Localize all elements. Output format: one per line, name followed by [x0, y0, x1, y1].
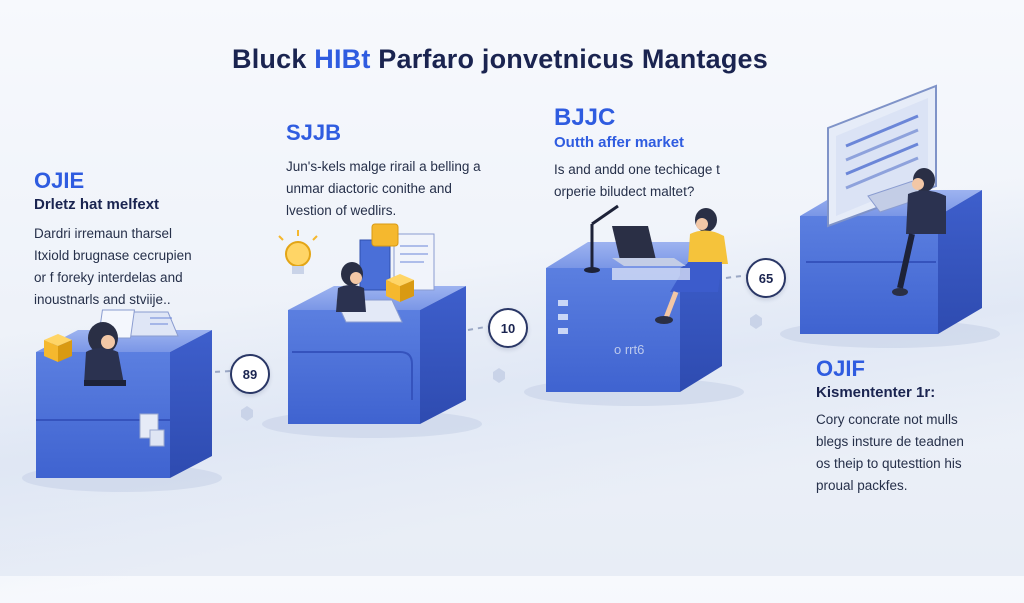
block-1-line: or f foreky interdelas and — [34, 270, 183, 285]
block-3: BJJC Outth affer market Is and andd one … — [554, 104, 774, 203]
isometric-illustration — [22, 84, 1000, 492]
block-4-label: OJIF — [816, 356, 865, 381]
block-4-line: os theip to qutesttion his — [816, 456, 962, 471]
block-1-label: OJIE — [34, 168, 85, 193]
step-badge-2: 10 — [488, 308, 528, 348]
block-3-line: orperie biludect maltet? — [554, 184, 695, 199]
block-2-label: SJJB — [286, 120, 342, 145]
block-4-line: blegs insture de teadnen — [816, 434, 964, 449]
pedestal-3 — [524, 204, 744, 406]
hex-node — [750, 314, 762, 329]
block-1-body: Dardri irremaun tharsel Itxiold brugnase… — [34, 223, 264, 311]
page-title: Bluck HIBt Parfaro jonvetnicus Mantages — [232, 44, 768, 74]
step-badge-3: 65 — [746, 258, 786, 298]
hex-node — [493, 368, 505, 383]
block-2-line: lvestion of wedlirs. — [286, 203, 397, 218]
block-4-body: Cory concrate not mulls blegs insture de… — [816, 409, 1016, 497]
block-1: OJIE Drletz hat melfext Dardri irremaun … — [34, 168, 264, 311]
pedestal-4 — [780, 84, 1000, 348]
pedestal-2 — [262, 223, 482, 438]
block-2-line: unmar diactoric conithe and — [286, 181, 452, 196]
block-2: SJJB Jun's-kels malge rirail a belling a… — [286, 120, 526, 222]
block-4: OJIF Kismententer 1r: Cory concrate not … — [816, 356, 1016, 497]
block-4-line: proual packfes. — [816, 478, 908, 493]
block-3-heading: Outth affer market — [554, 134, 685, 151]
block-3-body: Is and andd one techicage t orperie bilu… — [554, 159, 774, 203]
block-2-body: Jun's-kels malge rirail a belling a unma… — [286, 156, 526, 222]
block-4-heading: Kismententer 1r: — [816, 384, 936, 401]
pedestal-1 — [22, 309, 222, 492]
step-badge-1: 89 — [230, 354, 270, 394]
block-3-line: Is and andd one techicage t — [554, 162, 720, 177]
block-3-label: BJJC — [554, 104, 616, 131]
block-1-line: inoustnarls and stviije.. — [34, 292, 171, 307]
pedestal-inscription: o rrt6 — [614, 342, 645, 357]
connector-2 — [467, 324, 501, 331]
block-1-line: Dardri irremaun tharsel — [34, 226, 173, 241]
block-1-heading: Drletz hat melfext — [34, 196, 160, 213]
block-4-line: Cory concrate not mulls — [816, 412, 958, 427]
hex-node — [241, 406, 253, 421]
block-1-line: Itxiold brugnase cecrupien — [34, 248, 192, 263]
block-2-line: Jun's-kels malge rirail a belling a — [286, 159, 481, 174]
